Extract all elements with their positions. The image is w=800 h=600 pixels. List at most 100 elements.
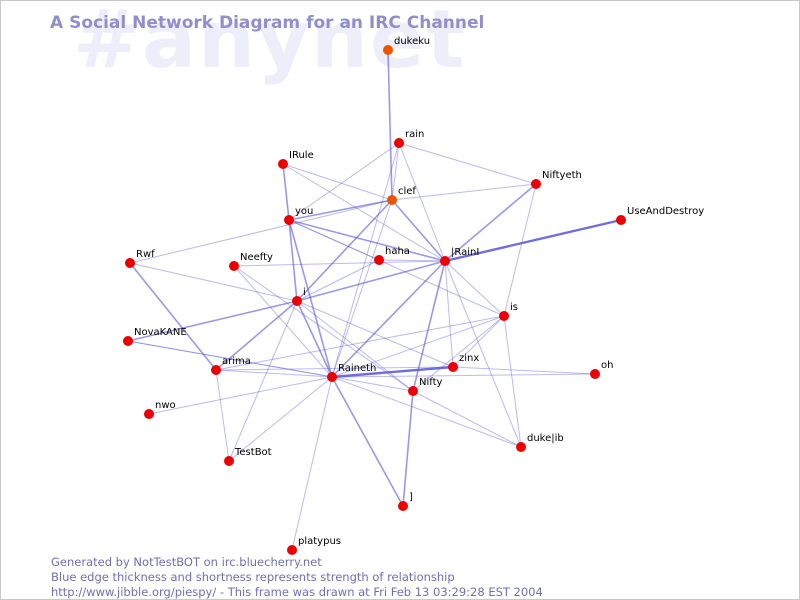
node-is[interactable]: is	[499, 302, 518, 321]
node-bracket[interactable]: ]	[398, 492, 413, 511]
node-oh[interactable]: oh	[590, 360, 613, 379]
node-zinx[interactable]: zinx	[448, 353, 479, 372]
node-label: ]	[409, 492, 413, 503]
edge-IRainI-Raineth	[331, 260, 446, 378]
node-you[interactable]: you	[284, 206, 313, 225]
node-label: TestBot	[234, 447, 272, 458]
node-dot[interactable]	[440, 256, 450, 266]
edge-is-Raineth	[331, 315, 505, 378]
edge-arima-zinx	[215, 366, 454, 371]
node-label: Rwf	[136, 249, 155, 260]
edge-rain-clef	[391, 142, 400, 201]
node-dot[interactable]	[387, 195, 397, 205]
edge-IRule-IRainI	[282, 163, 446, 262]
node-platypus[interactable]: platypus	[287, 536, 341, 555]
edge-you-i	[288, 219, 298, 302]
edge-rain-Niftyeth	[398, 142, 537, 185]
node-UseAndDestroy[interactable]: UseAndDestroy	[616, 206, 704, 225]
node-label: zinx	[459, 353, 479, 364]
edge-i-arima	[215, 300, 298, 371]
edge-i-Nifty	[296, 300, 414, 392]
node-dot[interactable]	[211, 365, 221, 375]
edge-Neefty-Raineth	[233, 265, 333, 378]
node-dukejib[interactable]: duke|ib	[516, 433, 564, 452]
node-dot[interactable]	[224, 456, 234, 466]
edge-dukeku-clef	[387, 49, 393, 201]
edge-Neefty-IRainI	[233, 260, 446, 267]
edge-Raineth-zinx	[331, 365, 454, 379]
node-nwo[interactable]: nwo	[144, 400, 176, 419]
node-dot[interactable]	[374, 255, 384, 265]
node-Nifty[interactable]: Nifty	[408, 377, 443, 396]
node-rain[interactable]: rain	[394, 129, 424, 148]
edge-NovaKANE-Raineth	[127, 340, 333, 378]
node-IRule[interactable]: IRule	[278, 150, 314, 169]
node-dot[interactable]	[383, 45, 393, 55]
node-label: clef	[398, 186, 416, 197]
node-dot[interactable]	[616, 215, 626, 225]
node-i[interactable]: i	[292, 287, 306, 306]
edge-clef-i	[296, 199, 393, 302]
edge-rain-IRainI	[398, 142, 446, 262]
edge-Nifty-dukejib	[412, 390, 522, 448]
edge-Niftyeth-clef	[391, 183, 537, 201]
edge-Neefty-Nifty	[233, 265, 414, 392]
node-dot[interactable]	[287, 545, 297, 555]
edge-arima-Raineth	[215, 369, 333, 378]
edge-you-IRainI	[288, 219, 446, 262]
node-label: Nifty	[419, 377, 443, 388]
node-Rwf[interactable]: Rwf	[125, 249, 155, 268]
node-label: |RainI	[451, 247, 479, 258]
node-arima[interactable]: arima	[211, 356, 251, 375]
edge-Raineth-nwo	[148, 376, 333, 415]
node-dot[interactable]	[590, 369, 600, 379]
node-dot[interactable]	[408, 386, 418, 396]
node-dot[interactable]	[531, 179, 541, 189]
node-dot[interactable]	[284, 215, 294, 225]
node-dot[interactable]	[327, 372, 337, 382]
edge-Raineth-oh	[331, 373, 596, 378]
node-label: IRule	[289, 150, 314, 161]
node-dot[interactable]	[144, 409, 154, 419]
edge-IRainI-i	[296, 260, 446, 302]
node-dot[interactable]	[125, 258, 135, 268]
node-haha[interactable]: haha	[374, 246, 410, 265]
edge-is-dukejib	[503, 315, 522, 448]
edge-NovaKANE-Nifty	[127, 340, 414, 392]
node-dot[interactable]	[394, 138, 404, 148]
node-dot[interactable]	[398, 501, 408, 511]
edge-clef-IRainI	[391, 199, 446, 262]
edge-is-zinx	[452, 315, 505, 368]
node-dot[interactable]	[448, 362, 458, 372]
edge-clef-Rwf	[129, 199, 393, 264]
node-IRainI[interactable]: |RainI	[440, 247, 479, 266]
node-clef[interactable]: clef	[387, 186, 416, 205]
footer-link: http://www.jibble.org/piespy/ - This fra…	[51, 585, 543, 599]
node-dot[interactable]	[516, 442, 526, 452]
node-label: Raineth	[338, 363, 376, 374]
edge-clef-you	[288, 199, 393, 221]
node-dot[interactable]	[499, 311, 509, 321]
node-dot[interactable]	[123, 336, 133, 346]
edge-is-Nifty	[412, 315, 505, 392]
node-label: Neefty	[240, 252, 273, 263]
edge-UseAndDestroy-IRainI	[444, 218, 622, 263]
edge-haha-IRainI	[378, 259, 446, 262]
node-dot[interactable]	[229, 261, 239, 271]
node-label: rain	[405, 129, 424, 140]
edge-you-is	[288, 219, 505, 317]
node-label: is	[510, 302, 518, 313]
edge-IRainI-dukejib	[444, 260, 522, 448]
node-TestBot[interactable]: TestBot	[224, 447, 272, 466]
node-dot[interactable]	[278, 159, 288, 169]
node-Raineth[interactable]: Raineth	[327, 363, 376, 382]
node-label: NovaKANE	[134, 327, 187, 338]
node-Neefty[interactable]: Neefty	[229, 252, 273, 271]
node-NovaKANE[interactable]: NovaKANE	[123, 327, 187, 346]
node-Niftyeth[interactable]: Niftyeth	[531, 170, 582, 189]
edge-IRule-you	[282, 163, 290, 221]
node-dukeku[interactable]: dukeku	[383, 36, 430, 55]
edge-Rwf-arima	[129, 262, 217, 371]
node-dot[interactable]	[292, 296, 302, 306]
